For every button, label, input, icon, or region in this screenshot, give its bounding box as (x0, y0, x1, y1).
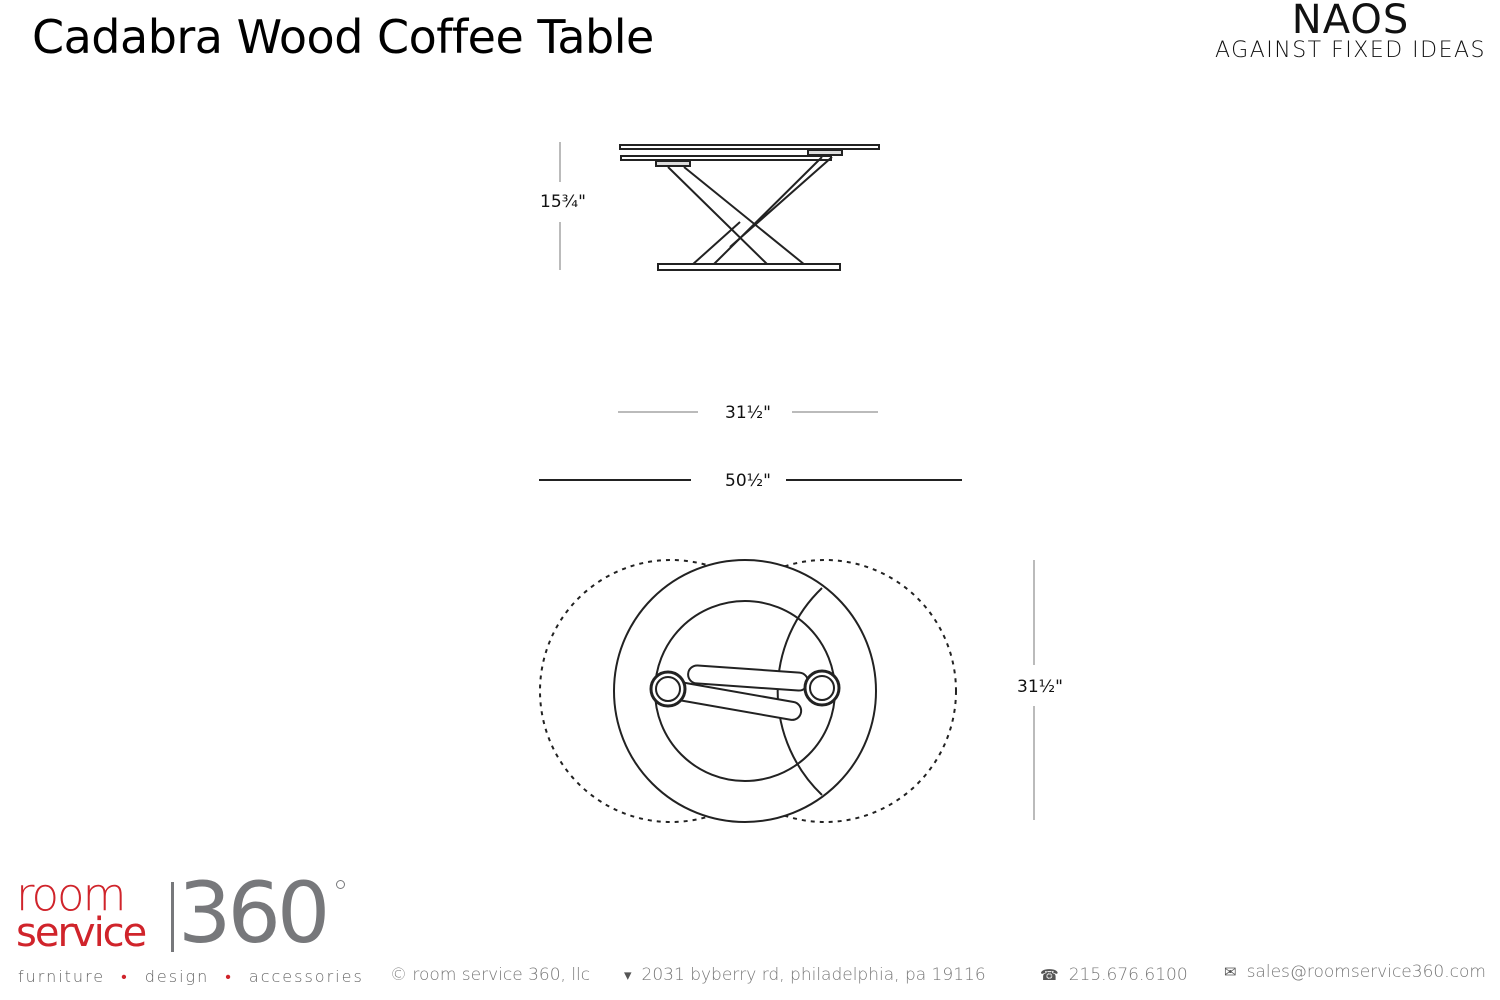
side-view (619, 144, 880, 271)
tagline-design: design (144, 967, 210, 986)
copyright: © room service 360, llc (390, 965, 591, 985)
logo-word-service: service (16, 910, 147, 956)
width-dimension-lines (539, 411, 1035, 820)
brand-name: NAOS (1291, 0, 1410, 43)
logo-divider (171, 882, 174, 952)
closed-width-label: 31½" (725, 403, 771, 423)
tagline-accessories: accessories (248, 967, 364, 986)
logo-number: 360 (178, 864, 330, 962)
phone-icon: ☎ (1040, 966, 1059, 984)
brand-logo: NAOS AGAINST FIXED IDEAS (1215, 0, 1486, 63)
degree-icon (336, 880, 345, 889)
depth-label: 31½" (1017, 677, 1063, 697)
phone-text[interactable]: 215.676.6100 (1068, 965, 1188, 985)
logo-word-room: room (16, 868, 126, 921)
open-width-label: 50½" (725, 471, 771, 491)
tagline-furniture: furniture (18, 967, 106, 986)
address-text: 2031 byberry rd, philadelphia, pa 19116 (641, 965, 986, 985)
envelope-icon: ✉ (1224, 963, 1237, 981)
brand-tagline: AGAINST FIXED IDEAS (1215, 38, 1486, 63)
email: ✉ sales@roomservice360.com (1224, 962, 1486, 982)
tagline: furniture•design•accessories (18, 967, 364, 986)
room-service-360-logo: room service 360 (16, 868, 356, 958)
top-view (539, 559, 957, 823)
map-pin-icon: ▾ (624, 966, 632, 984)
email-link[interactable]: sales@roomservice360.com (1246, 962, 1486, 982)
height-label: 15¾" (540, 192, 586, 212)
address: ▾ 2031 byberry rd, philadelphia, pa 19116 (624, 965, 986, 985)
page-title: Cadabra Wood Coffee Table (32, 10, 654, 64)
phone: ☎ 215.676.6100 (1040, 965, 1188, 985)
